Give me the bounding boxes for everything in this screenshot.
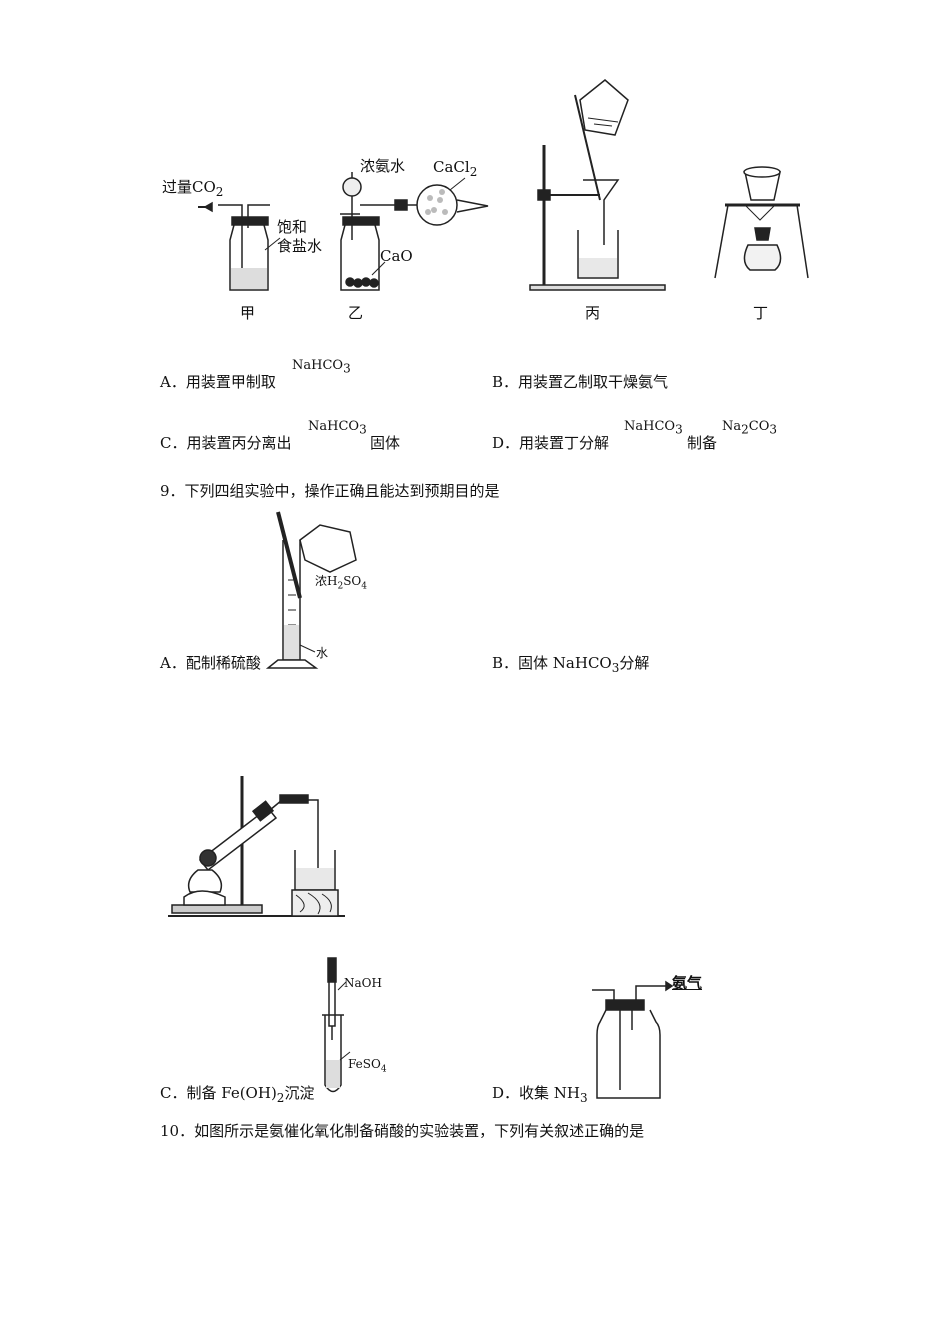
device-bing <box>529 79 666 291</box>
label-bing: 丙 <box>585 304 601 322</box>
label-naoh: NaOH <box>344 976 382 990</box>
q8-option-b: B．用装置乙制取干燥氨气 <box>492 373 669 391</box>
label-feso4: FeSO4 <box>348 1057 387 1075</box>
label-yi: 乙 <box>348 304 364 322</box>
label-cacl2: CaCl2 <box>433 158 478 179</box>
q8-option-c-formula: NaHCO3 <box>308 419 367 437</box>
q9-stem: 9．下列四组实验中，操作正确且能达到预期目的是 <box>160 482 500 500</box>
label-water: 水 <box>316 646 329 660</box>
label-ding: 丁 <box>753 304 769 322</box>
q8-option-a-formula: NaHCO3 <box>292 358 351 376</box>
q8-option-d: D．用装置丁分解 <box>492 434 610 452</box>
q9-option-c: C．制备 Fe(OH)2沉淀 <box>160 1084 315 1105</box>
q8-option-a: A．用装置甲制取 <box>160 373 276 391</box>
label-jia: 甲 <box>240 304 256 322</box>
label-conc-ammonia: 浓氨水 <box>360 157 406 175</box>
q9-option-b: B．固体 NaHCO3分解 <box>492 654 650 675</box>
label-conc-h2so4: 浓H2SO4 <box>315 574 367 592</box>
q8-option-d-mid: 制备 <box>687 434 718 452</box>
q9-option-a: A．配制稀硫酸 <box>160 654 261 672</box>
q8-option-d-formula1: NaHCO3 <box>624 419 683 437</box>
label-cao: CaO <box>380 247 413 265</box>
q10-stem: 10．如图所示是氨催化氧化制备硝酸的实验装置，下列有关叙述正确的是 <box>160 1122 645 1140</box>
label-excess-co2: 过量CO2 <box>162 178 224 199</box>
q8-option-c-suffix: 固体 <box>370 434 401 452</box>
q8-apparatus-figure <box>198 79 809 291</box>
q8-option-d-formula2: Na2CO3 <box>722 419 778 437</box>
label-brine: 饱和 食盐水 <box>277 218 323 255</box>
q9-option-d: D．收集 NH3 <box>492 1084 588 1105</box>
label-ammonia: 氨气 <box>672 974 703 992</box>
device-yi <box>340 172 489 291</box>
q8-option-c: C．用装置丙分离出 <box>160 434 292 452</box>
device-ding <box>714 166 809 279</box>
device-jia <box>198 201 281 291</box>
